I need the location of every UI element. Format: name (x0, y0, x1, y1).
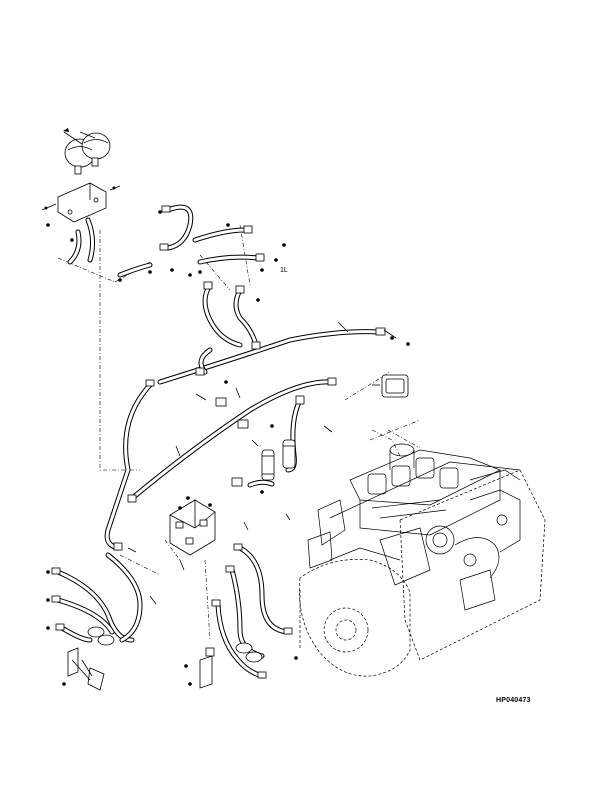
lower-brackets (67, 647, 215, 691)
main-hose-left-long (104, 382, 153, 551)
hose-top-cluster (67, 204, 261, 375)
lower-middle-hoses (215, 479, 291, 679)
main-hose-upper-diagonal (157, 329, 383, 385)
drawing-reference-code: HP040473 (496, 697, 531, 704)
inline-filter (261, 439, 296, 481)
engine-assembly (299, 443, 546, 677)
engine-leader (371, 429, 401, 457)
callout-ticks (127, 321, 349, 605)
accumulator-pair (63, 128, 111, 175)
callout-label-1l: 1L (280, 267, 288, 274)
manifold-valve-block (169, 499, 216, 556)
accumulator-bracket (41, 182, 121, 223)
top-right-fitting (372, 329, 409, 398)
hose-fittings (51, 205, 386, 679)
lower-left-hoses (55, 552, 143, 643)
main-hose-middle-diagonal (127, 379, 335, 503)
hose-clamps (87, 626, 263, 663)
bolts-and-washers (46, 210, 410, 686)
